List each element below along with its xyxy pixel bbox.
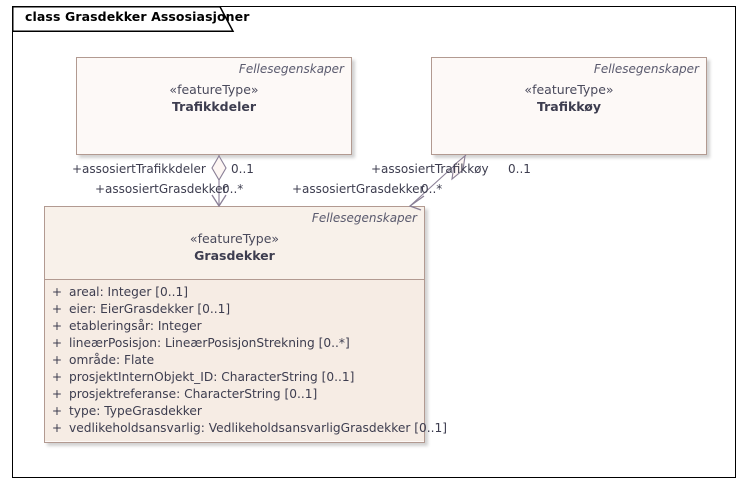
class-header-trafikkdeler: Fellesegenskaper «featureType» Trafikkde… — [77, 58, 351, 154]
class-stereotype: «featureType» — [189, 231, 280, 246]
package-label: Fellesegenskaper — [593, 62, 699, 76]
attribute-text: etableringsår: Integer — [69, 319, 202, 333]
class-stereotype: «featureType» — [169, 82, 259, 97]
attribute-visibility: + — [51, 336, 63, 350]
assoc-target-role-grasdekker-left: +assosiertGrasdekker — [95, 182, 228, 196]
assoc-source-role-trafikkoy: +assosiertTrafikkøy — [371, 162, 489, 176]
attribute-text: lineærPosisjon: LineærPosisjonStrekning … — [69, 336, 350, 350]
attribute-row: + prosjektreferanse: CharacterString [0.… — [45, 386, 424, 403]
assoc-source-role-trafikkdeler: +assosiertTrafikkdeler — [72, 162, 206, 176]
attribute-visibility: + — [51, 302, 63, 316]
class-name: Trafikkøy — [536, 98, 602, 114]
attribute-text: type: TypeGrasdekker — [69, 404, 202, 418]
assoc-target-role-grasdekker-right: +assosiertGrasdekker — [292, 182, 425, 196]
attribute-text: eier: EierGrasdekker [0..1] — [69, 302, 231, 316]
assoc-source-multiplicity-trafikkoy: 0..1 — [508, 162, 531, 176]
attribute-row: + vedlikeholdsansvarlig: Vedlikeholdsans… — [45, 420, 447, 437]
attribute-row: + lineærPosisjon: LineærPosisjonStreknin… — [45, 335, 424, 352]
attribute-row: + etableringsår: Integer — [45, 318, 424, 335]
attribute-row: + areal: Integer [0..1] — [45, 284, 424, 301]
attribute-text: område: Flate — [69, 353, 155, 367]
attribute-row: + område: Flate — [45, 352, 424, 369]
attribute-text: vedlikeholdsansvarlig: Vedlikeholdsansva… — [69, 421, 447, 435]
class-name: Trafikkdeler — [172, 98, 256, 114]
class-box-grasdekker[interactable]: Fellesegenskaper «featureType» Grasdekke… — [44, 206, 447, 443]
class-name: Grasdekker — [194, 247, 275, 263]
attribute-visibility: + — [51, 353, 63, 367]
attribute-visibility: + — [51, 404, 63, 418]
attribute-text: prosjektreferanse: CharacterString [0..1… — [69, 387, 318, 401]
class-header-grasdekker: Fellesegenskaper «featureType» Grasdekke… — [45, 207, 424, 279]
class-stereotype: «featureType» — [524, 82, 614, 97]
assoc-target-multiplicity-grasdekker-left: 0..* — [222, 182, 244, 196]
assoc-target-multiplicity-grasdekker-right: 0..* — [421, 182, 443, 196]
attribute-text: areal: Integer [0..1] — [69, 285, 189, 299]
attribute-row: + eier: EierGrasdekker [0..1] — [45, 301, 424, 318]
class-box-trafikkoy[interactable]: Fellesegenskaper «featureType» Trafikkøy — [431, 57, 707, 155]
attribute-visibility: + — [51, 421, 63, 435]
class-header-trafikkoy: Fellesegenskaper «featureType» Trafikkøy — [432, 58, 706, 154]
assoc-source-multiplicity-trafikkdeler: 0..1 — [231, 162, 254, 176]
attribute-row: + prosjektInternObjekt_ID: CharacterStri… — [45, 369, 424, 386]
attribute-visibility: + — [51, 319, 63, 333]
package-label: Fellesegenskaper — [238, 62, 344, 76]
class-attributes-grasdekker: + areal: Integer [0..1] + eier: EierGras… — [45, 279, 447, 441]
attribute-text: prosjektInternObjekt_ID: CharacterString… — [69, 370, 355, 384]
attribute-row: + type: TypeGrasdekker — [45, 403, 424, 420]
attribute-visibility: + — [51, 285, 63, 299]
class-box-trafikkdeler[interactable]: Fellesegenskaper «featureType» Trafikkde… — [76, 57, 352, 155]
diagram-title: class Grasdekker Assosiasjoner — [25, 9, 250, 24]
attribute-visibility: + — [51, 370, 63, 384]
diagram-title-tab — [12, 6, 246, 33]
attribute-visibility: + — [51, 387, 63, 401]
package-label: Fellesegenskaper — [311, 211, 417, 225]
diagram-frame — [12, 6, 736, 478]
